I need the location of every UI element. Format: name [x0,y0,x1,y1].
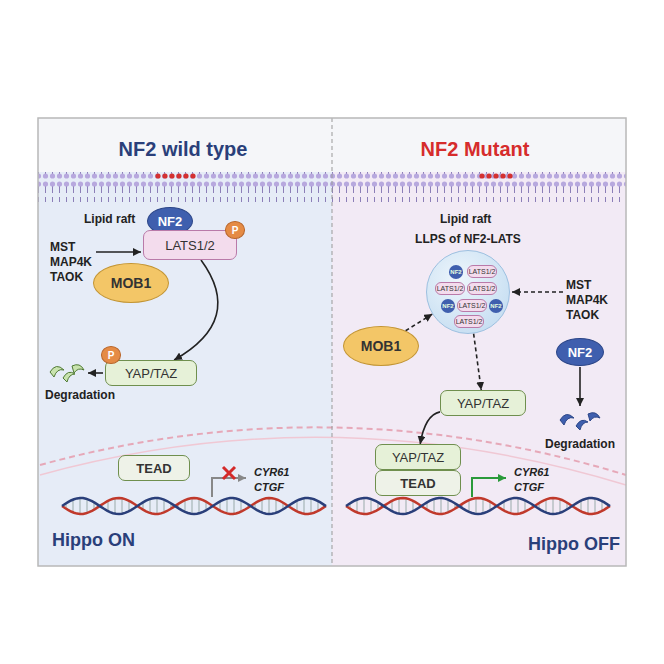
protein-box: YAP/TAZ [105,360,197,386]
text-label: CYR61 [514,466,549,478]
text-label: NF2 wild type [119,138,248,161]
phospho-circle: P [101,346,122,364]
droplet-protein: LATS1/2 [454,315,484,328]
node-text: LATS1/2 [437,285,464,292]
node-text: LATS1/2 [456,318,483,325]
droplet-protein: LATS1/2 [457,299,487,312]
node-text: MOB1 [111,275,151,291]
node-text: NF2 [158,214,183,229]
text-label: Hippo ON [52,530,135,551]
text-label: Degradation [45,388,115,402]
droplet-protein: LATS1/2 [435,282,465,295]
droplet-protein: LATS1/2 [467,282,497,295]
droplet-protein: NF2 [449,265,463,279]
droplet-protein: LATS1/2 [467,265,497,278]
node-text: NF2 [568,345,593,360]
node-text: LATS1/2 [469,268,496,275]
text-label: Degradation [545,437,615,451]
pathway-arrow [174,260,218,360]
node-text: P [108,350,115,361]
node-text: P [232,225,239,236]
protein-oval: MOB1 [343,326,419,366]
text-label: CTGF [254,481,284,493]
text-label: CTGF [514,481,544,493]
pathway-arrow [420,412,440,444]
text-label: NF2 Mutant [421,138,530,161]
text-label: Hippo OFF [528,534,620,555]
pathway-arrow [474,334,482,390]
node-text: NF2 [490,303,501,309]
protein-oval: NF2 [556,338,604,366]
protein-box: YAP/TAZ [375,444,461,470]
condensate-droplet: LLPS of NF2-LATSNF2LATS1/2LATS1/2LATS1/2… [426,250,510,334]
tf-box: TEAD [118,455,190,481]
node-text: YAP/TAZ [457,396,509,411]
node-text: LATS1/2 [469,285,496,292]
node-text: YAP/TAZ [125,366,177,381]
node-text: NF2 [442,303,453,309]
pathway-arrow [406,314,433,331]
node-text: MOB1 [361,338,401,354]
node-text: YAP/TAZ [392,450,444,465]
node-text: TEAD [400,476,435,491]
text-label: CYR61 [254,466,289,478]
node-text: LATS1/2 [459,302,486,309]
tf-box: TEAD [375,470,461,496]
kinase-box: LATS1/2 [143,230,237,260]
protein-oval: MOB1 [93,263,169,303]
droplet-protein: NF2 [441,299,455,313]
node-text: TEAD [136,461,171,476]
text-label: Lipid raft [440,212,491,226]
text-label: MST MAP4K TAOK [50,240,92,285]
node-text: NF2 [450,269,461,275]
droplet-heading: LLPS of NF2-LATS [415,232,521,246]
phospho-circle: P [225,221,246,239]
protein-box: YAP/TAZ [440,390,526,416]
node-text: LATS1/2 [165,238,215,253]
droplet-protein: NF2 [489,299,503,313]
text-label: Lipid raft [84,212,135,226]
text-label: MST MAP4K TAOK [566,278,608,323]
